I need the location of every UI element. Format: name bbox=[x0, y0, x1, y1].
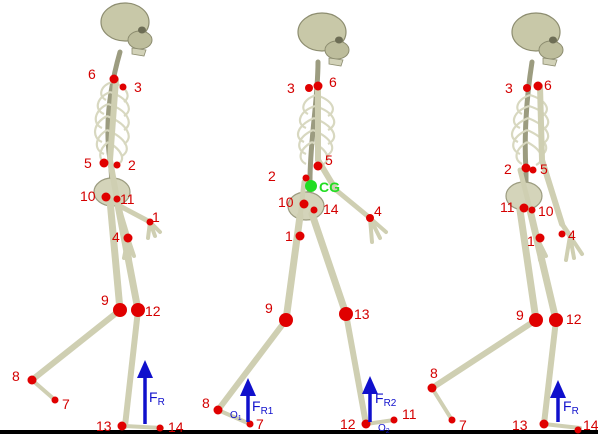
origin-label-o1: O1 bbox=[230, 410, 242, 422]
joint-dot bbox=[449, 417, 456, 424]
joint-dot bbox=[366, 214, 374, 222]
joint-dot bbox=[300, 200, 309, 209]
joint-label: 13 bbox=[354, 306, 370, 322]
joint-label: 5 bbox=[84, 155, 92, 171]
joint-label: 2 bbox=[504, 161, 512, 177]
joint-dot bbox=[52, 397, 59, 404]
joint-label: 3 bbox=[287, 80, 295, 96]
force-label: FR bbox=[149, 389, 165, 408]
joint-dot bbox=[120, 84, 127, 91]
joint-dot bbox=[428, 384, 437, 393]
joint-dot bbox=[314, 82, 323, 91]
joint-label: 10 bbox=[538, 203, 554, 219]
joint-dot bbox=[303, 175, 310, 182]
joint-label: 12 bbox=[566, 311, 582, 327]
joint-label: 3 bbox=[505, 80, 513, 96]
joint-label: 14 bbox=[168, 419, 184, 435]
joint-dot bbox=[530, 167, 537, 174]
joint-dot bbox=[124, 234, 133, 243]
joint-label: 10 bbox=[80, 188, 96, 204]
joint-dot bbox=[391, 417, 398, 424]
joint-label: 1 bbox=[285, 228, 293, 244]
origin-label-o2: O2 bbox=[378, 423, 390, 435]
joint-label: 11 bbox=[402, 406, 417, 422]
joint-label: 11 bbox=[120, 191, 135, 207]
joint-label: 4 bbox=[568, 227, 576, 243]
joint-dot bbox=[305, 84, 313, 92]
joint-label: 9 bbox=[101, 292, 109, 308]
joint-label: 9 bbox=[516, 307, 524, 323]
joint-label: 7 bbox=[256, 416, 264, 432]
joint-label: 6 bbox=[88, 66, 96, 82]
joint-label: 6 bbox=[544, 77, 552, 93]
joint-label: 4 bbox=[112, 229, 120, 245]
joint-label: 2 bbox=[268, 168, 276, 184]
center-of-gravity-dot bbox=[305, 180, 317, 192]
skull-right bbox=[512, 13, 563, 66]
joint-dot bbox=[214, 406, 223, 415]
force-label: FR2 bbox=[375, 390, 397, 409]
joint-label: 4 bbox=[374, 203, 382, 219]
force-arrow-left: FR bbox=[137, 360, 165, 424]
skeleton-left bbox=[32, 3, 162, 428]
joint-dot bbox=[311, 207, 318, 214]
labels-middle: 3 6 5 2 10 14 4 1 9 13 8 7 12 11 bbox=[202, 74, 417, 432]
labels-left: 6 3 5 2 10 11 1 4 9 12 8 7 13 14 bbox=[12, 66, 184, 435]
joint-label: 12 bbox=[340, 416, 356, 432]
joint-dot bbox=[523, 84, 531, 92]
joint-label: 1 bbox=[152, 209, 160, 225]
joint-dot bbox=[536, 234, 545, 243]
cg-label: CG bbox=[319, 179, 340, 195]
joint-dot bbox=[110, 75, 119, 84]
joint-dot bbox=[575, 427, 582, 434]
joint-dot bbox=[559, 231, 566, 238]
joint-label: 3 bbox=[134, 79, 142, 95]
skeleton-right bbox=[432, 13, 582, 428]
joint-label: 7 bbox=[62, 396, 70, 412]
joint-label: 14 bbox=[583, 417, 598, 433]
joint-label: 10 bbox=[278, 194, 294, 210]
joint-dot bbox=[296, 232, 305, 241]
joint-dot bbox=[314, 162, 323, 171]
joint-label: 5 bbox=[325, 152, 333, 168]
joint-label: 11 bbox=[500, 199, 515, 215]
joint-dot bbox=[522, 164, 531, 173]
force-label: FR bbox=[563, 398, 579, 417]
joint-dot bbox=[529, 207, 536, 214]
joint-label: 8 bbox=[12, 368, 20, 384]
joint-label: 13 bbox=[96, 418, 112, 434]
joint-dot bbox=[28, 376, 37, 385]
joint-label: 7 bbox=[459, 417, 467, 433]
joint-label: 8 bbox=[202, 395, 210, 411]
joint-dot bbox=[157, 425, 164, 432]
joint-dot bbox=[100, 159, 109, 168]
joint-dot bbox=[534, 82, 543, 91]
joint-dot bbox=[118, 422, 127, 431]
joint-label: 12 bbox=[145, 303, 161, 319]
joints-right bbox=[428, 82, 582, 434]
force-arrow-right: FR bbox=[550, 380, 579, 422]
joint-label: 5 bbox=[540, 161, 548, 177]
joint-dot bbox=[540, 420, 549, 429]
joint-label: 6 bbox=[329, 74, 337, 90]
joint-label: 8 bbox=[430, 365, 438, 381]
joint-dot bbox=[114, 162, 121, 169]
joint-dot bbox=[520, 204, 529, 213]
force-label: FR1 bbox=[252, 398, 274, 417]
joint-dot bbox=[102, 193, 111, 202]
skull-left bbox=[101, 3, 152, 56]
joint-label: 14 bbox=[323, 201, 339, 217]
joint-label: 2 bbox=[128, 157, 136, 173]
skull-middle bbox=[298, 13, 349, 66]
joint-label: 9 bbox=[265, 300, 273, 316]
joint-label: 1 bbox=[527, 233, 535, 249]
joint-label: 13 bbox=[512, 417, 528, 433]
